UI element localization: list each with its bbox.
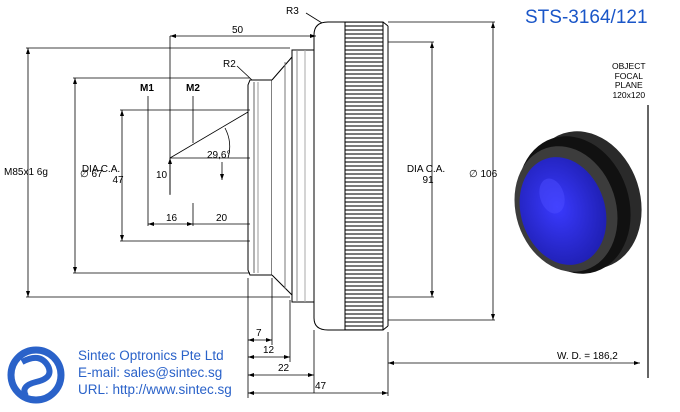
object-plane-line1: OBJECT — [612, 61, 646, 71]
company-name: Sintec Optronics Pte Ltd — [78, 348, 224, 363]
label-m2: M2 — [186, 83, 200, 94]
object-plane-line2: FOCAL — [614, 70, 643, 81]
label-dia-ca-91-line2: 91 — [422, 175, 434, 186]
object-plane-label: OBJECT FOCAL PLANE 120x120 — [612, 61, 646, 100]
dimension-50: 50 — [232, 25, 244, 36]
dimension-12: 12 — [263, 345, 275, 356]
label-dia-ca-91-line1: DIA C.A. — [407, 164, 445, 175]
sintec-logo — [3, 342, 69, 408]
label-diameter-106: ∅ 106 — [469, 169, 498, 180]
dimension-7: 7 — [256, 328, 262, 339]
dimension-20: 20 — [216, 213, 228, 224]
label-r2: R2 — [223, 59, 236, 70]
lens-3d-image — [514, 131, 642, 274]
dimension-labels: R3 R2 M1 M2 50 M85x1 6g ∅ 67 DIA C.A. 47… — [4, 6, 618, 392]
object-plane-line3: PLANE — [614, 80, 643, 90]
company-info: Sintec Optronics Pte Ltd E-mail: sales@s… — [78, 347, 232, 398]
company-email[interactable]: E-mail: sales@sintec.sg — [78, 365, 223, 380]
page-title: STS-3164/121 — [525, 7, 648, 28]
lens-outline — [247, 21, 389, 331]
label-thread: M85x1 6g — [4, 167, 48, 178]
label-working-distance: W. D. = 186,2 — [557, 351, 618, 362]
object-plane-line4: 120x120 — [612, 89, 646, 100]
label-diameter-67: ∅ 67 — [80, 169, 103, 180]
label-m1: M1 — [140, 83, 154, 94]
label-angle: 29,6° — [207, 150, 230, 161]
dimension-16: 16 — [166, 213, 178, 224]
label-r3: R3 — [286, 6, 299, 17]
dimension-47: 47 — [315, 381, 327, 392]
label-dia-ca-47-line1: DIA C.A. — [82, 164, 120, 175]
company-url[interactable]: URL: http://www.sintec.sg — [78, 382, 232, 397]
dimension-lines — [26, 12, 649, 398]
dimension-10: 10 — [156, 170, 168, 181]
label-dia-ca-47-line2: 47 — [112, 175, 124, 186]
arrowheads — [26, 22, 640, 395]
dimension-22: 22 — [278, 363, 290, 374]
